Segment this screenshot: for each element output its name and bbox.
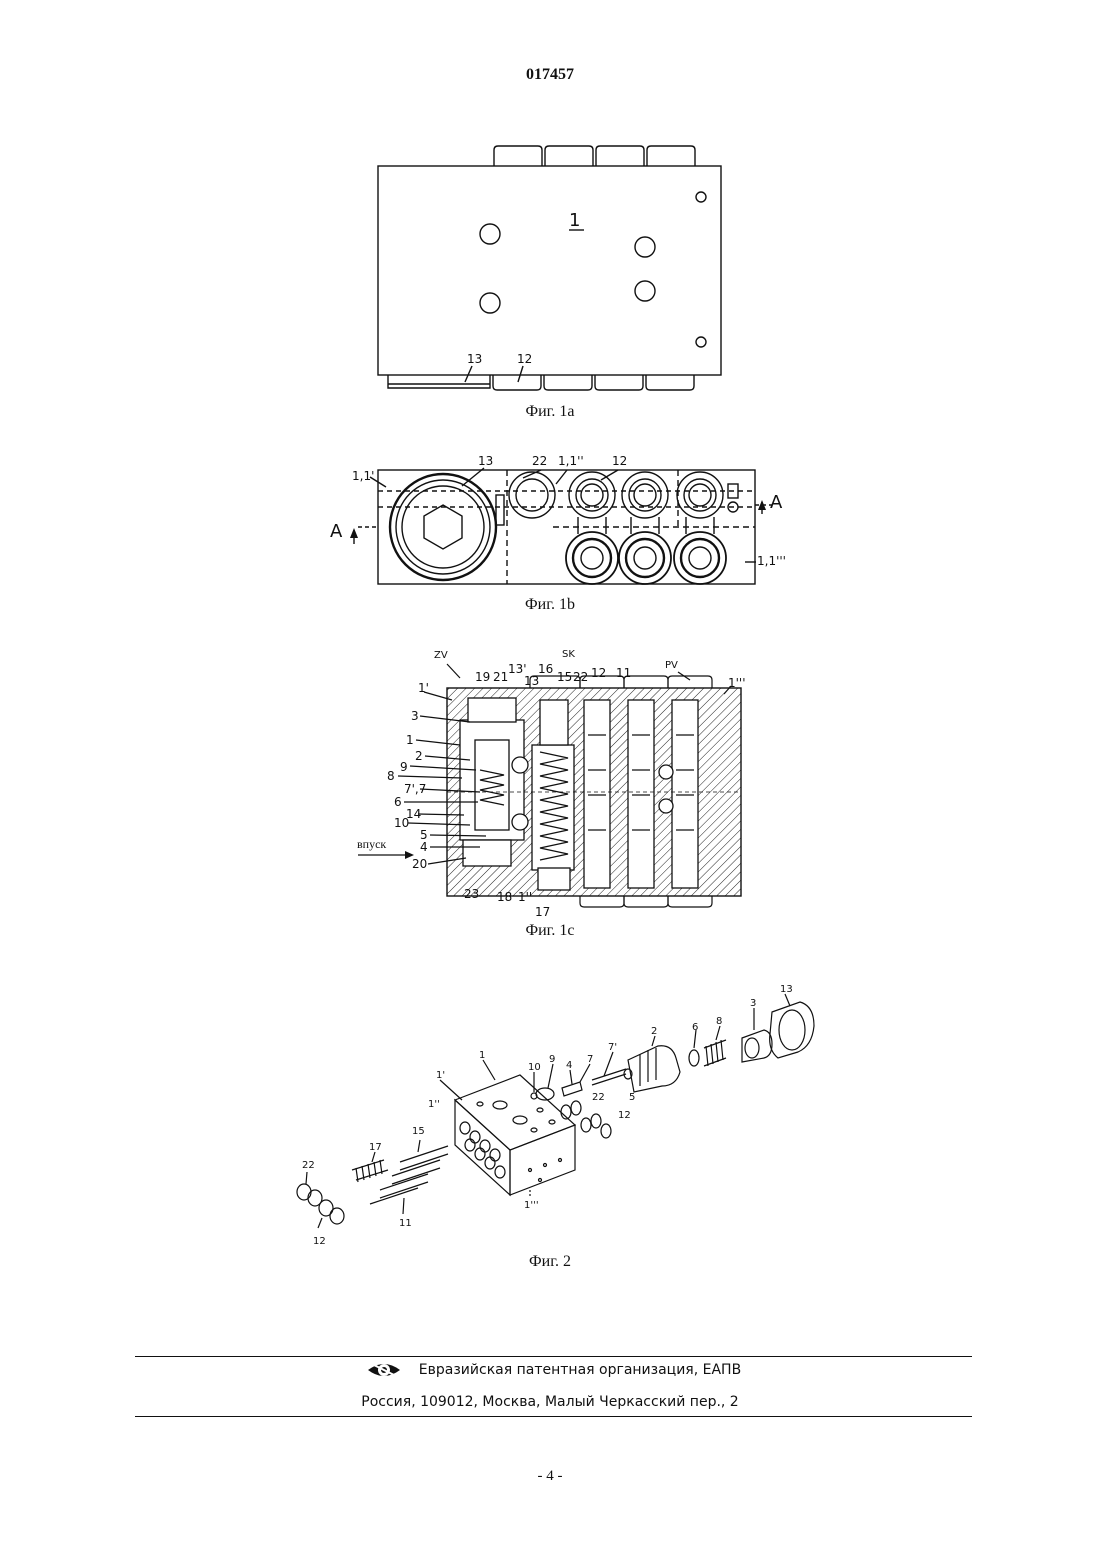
fig2-label-9: 9 — [549, 1054, 555, 1065]
fig2-label-6: 6 — [692, 1022, 698, 1033]
fig2-label-10: 10 — [528, 1062, 541, 1073]
footer-address: Россия, 109012, Москва, Малый Черкасский… — [0, 1394, 1100, 1410]
fig2-label-5: 5 — [629, 1092, 635, 1103]
fig2-label-3: 3 — [750, 998, 756, 1009]
fig2-label-1pp: 1'' — [428, 1099, 440, 1110]
fig2-label-8: 8 — [716, 1016, 722, 1027]
footer-top-rule — [135, 1356, 972, 1357]
fig2-label-2: 2 — [651, 1026, 657, 1037]
fig2-label-12a: 12 — [618, 1110, 631, 1121]
footer-bottom-rule — [135, 1416, 972, 1417]
fig2-label-4: 4 — [566, 1060, 572, 1071]
fig2-label-1: 1 — [479, 1050, 485, 1061]
page-number: - 4 - — [0, 1468, 1100, 1485]
fig2-label-17: 17 — [369, 1142, 382, 1153]
fig2-label-7p: 7' — [608, 1042, 617, 1053]
fig2-caption: Фиг. 2 — [0, 1253, 1100, 1271]
footer-organization: Евразийская патентная организация, ЕАПВ — [0, 1362, 1100, 1378]
fig2-label-22b: 22 — [302, 1160, 315, 1171]
fig2-label-11: 11 — [399, 1218, 412, 1229]
figure-2-drawing: 13 3 8 6 2 7' 5 7 4 9 10 1 1' 1'' 22 12 … — [0, 0, 1100, 1260]
fig2-label-22a: 22 — [592, 1092, 605, 1103]
fig2-label-12b: 12 — [313, 1236, 326, 1247]
fig2-label-15: 15 — [412, 1126, 425, 1137]
fig2-label-1ppp: 1''' — [524, 1200, 539, 1211]
fig2-label-7: 7 — [587, 1054, 593, 1065]
fig2-label-1p: 1' — [436, 1070, 445, 1081]
fig2-label-13: 13 — [780, 984, 793, 995]
